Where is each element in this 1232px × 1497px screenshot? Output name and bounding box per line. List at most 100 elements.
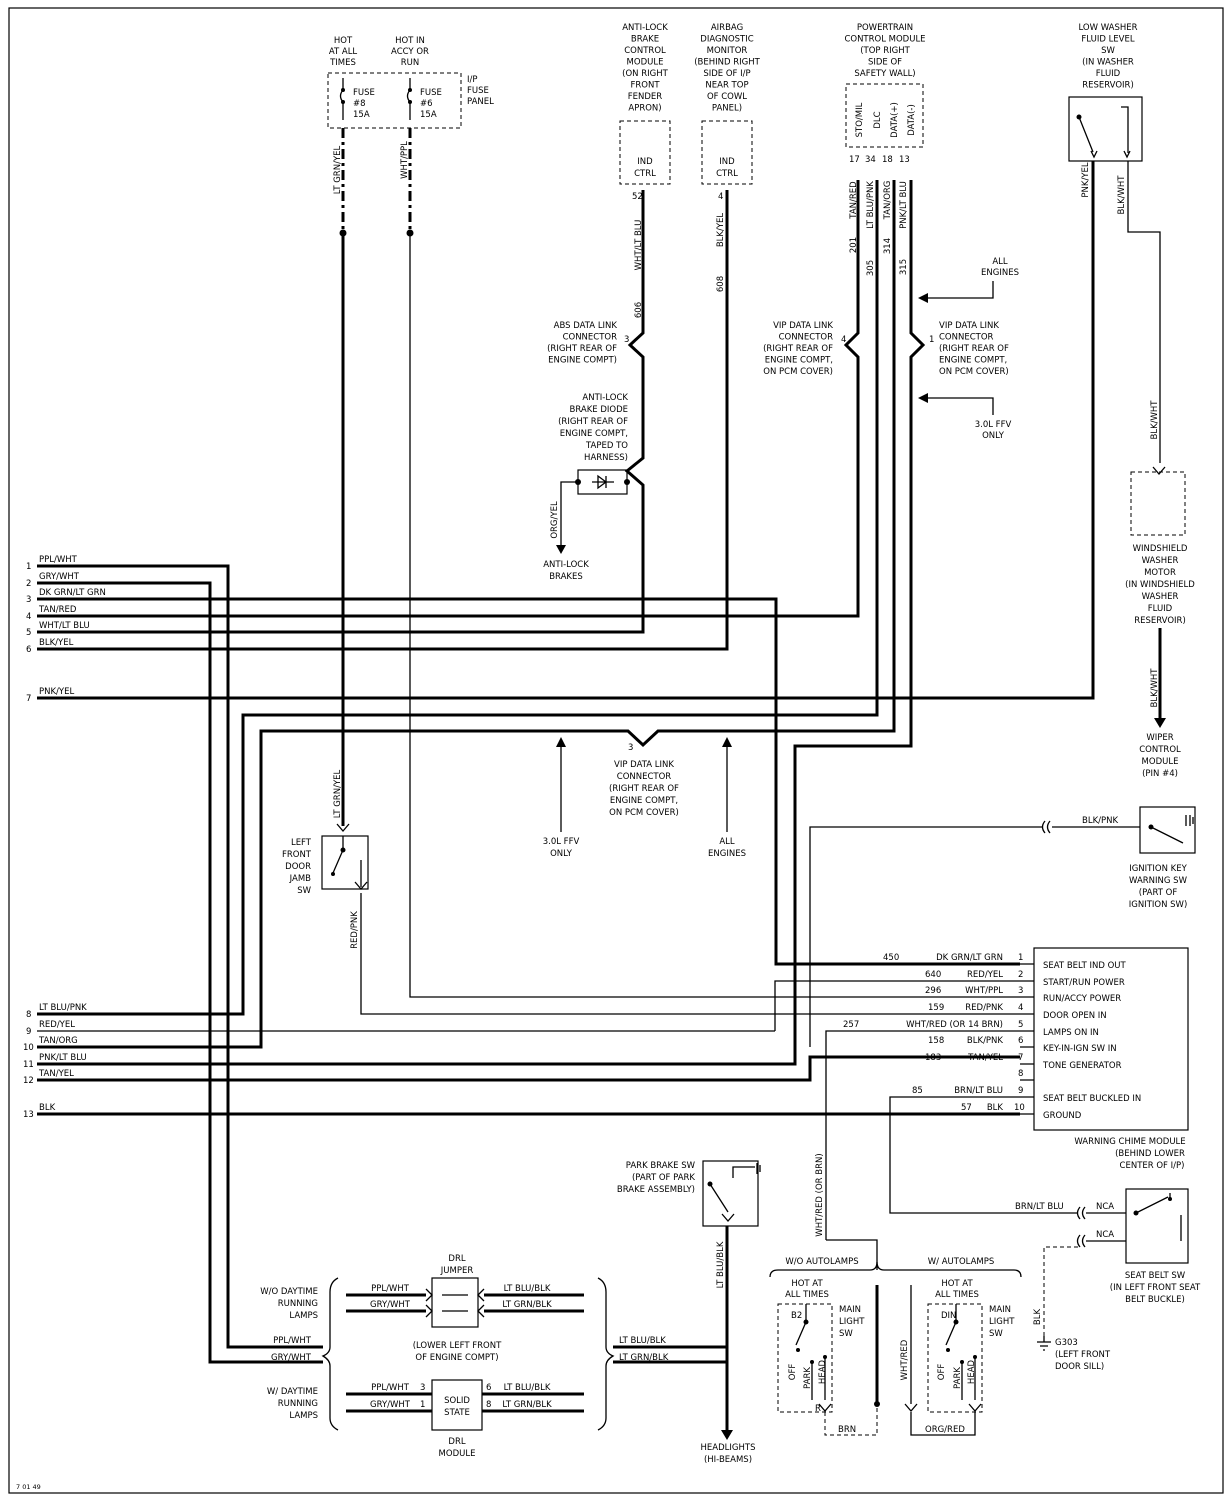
pcm-pin-34: 34	[865, 155, 876, 165]
ffv-top-arrow	[918, 393, 928, 403]
drl-right-brace	[597, 1277, 615, 1431]
drl-out-lt-blu-blk: LT BLU/BLK	[619, 1336, 666, 1346]
drl-module-pin-3: 3	[420, 1383, 425, 1393]
harness-num-4: 4	[26, 612, 31, 622]
fuse8-wire-label: LT GRN/YEL	[333, 146, 343, 195]
chime-func-3: RUN/ACCY POWER	[1043, 994, 1121, 1004]
headlights-arrow	[721, 1430, 733, 1440]
pcm-wire-tan-org: TAN/ORG	[883, 181, 893, 221]
right-contact-off: OFF	[937, 1364, 947, 1381]
harness-num-13: 13	[23, 1110, 34, 1120]
washer-motor-wire-out: BLK/WHT	[1150, 668, 1160, 708]
seat-belt-wire: BRN/LT BLU	[1015, 1202, 1064, 1212]
pcm-pin-13: 13	[899, 155, 910, 165]
ignition-switch-wire: BLK/PNK	[1082, 816, 1118, 826]
right-wht-red-wire: WHT/RED	[900, 1339, 910, 1380]
washer-switch-wire-blk-wht: BLK/WHT	[1117, 175, 1127, 215]
drl-jumper-lt-grn-blk: LT GRN/BLK	[502, 1300, 552, 1310]
left-harness	[37, 161, 1095, 1364]
chime-pin-num-9: 9	[1018, 1086, 1023, 1096]
chime-func-6: KEY-IN-IGN SW IN	[1043, 1044, 1117, 1054]
headlights-label: HEADLIGHTS(HI-BEAMS)	[701, 1443, 756, 1465]
harness-num-5: 5	[26, 628, 31, 638]
harness-num-6: 6	[26, 645, 31, 655]
seat-belt-ground-wire: BLK	[1033, 1309, 1043, 1326]
abs-module-circuit: 606	[634, 302, 644, 318]
washer-motor-wire-in: BLK/WHT	[1150, 400, 1160, 440]
pcm-pin-dlc: DLC	[873, 111, 883, 128]
chime-pin-row-1: 1 450 DK GRN/LT GRN SEAT BELT IND OUT	[883, 953, 1127, 971]
pcm-circuit-314: 314	[883, 238, 893, 254]
seat-belt-switch-box	[1125, 1188, 1189, 1264]
fuse-panel-box	[327, 72, 462, 129]
right-contact-head: HEAD	[967, 1359, 977, 1384]
harness-wire-2: GRY/WHT	[39, 572, 80, 582]
abs-module-pin: 52	[632, 192, 643, 202]
harness-wire-13: BLK	[39, 1103, 56, 1113]
harness-wire-6: BLK/YEL	[39, 638, 74, 648]
chime-pin-num-2: 2	[1018, 970, 1023, 980]
chime-pin-row-10: 10 57 BLK GROUND	[961, 1103, 1082, 1121]
chime-wire-5: WHT/RED (OR 14 BRN)	[906, 1020, 1003, 1030]
drl-jumper-gry-wht: GRY/WHT	[370, 1300, 411, 1310]
harness-num-10: 10	[23, 1043, 34, 1053]
all-engines-bottom-arrow	[722, 737, 732, 747]
chime-pin-row-5: 5 257 WHT/RED (OR 14 BRN) LAMPS ON IN	[843, 1020, 1099, 1038]
pcm-circuit-315: 315	[899, 259, 909, 275]
door-switch-box	[321, 835, 369, 890]
chime-func-7: TONE GENERATOR	[1042, 1061, 1122, 1071]
drl-module-box	[431, 1379, 483, 1431]
drl-module-pin-8: 8	[486, 1400, 491, 1410]
ffv-bottom-arrow	[556, 737, 566, 747]
harness-wire-8: LT BLU/PNK	[39, 1003, 87, 1013]
pcm-pin-data-minus: DATA(-)	[907, 104, 917, 136]
abs-diode-wire: ORG/YEL	[550, 501, 560, 539]
door-switch-wire-top: LT GRN/YEL	[333, 770, 343, 819]
vip-right-pin: 1	[929, 335, 934, 345]
drl-out-lt-grn-blk: LT GRN/BLK	[619, 1353, 669, 1363]
harness-wire-4: TAN/RED	[38, 605, 77, 615]
harness-num-8: 8	[26, 1010, 31, 1020]
chime-circuit-3: 296	[925, 986, 941, 996]
wiper-module-arrow	[1154, 718, 1166, 728]
chime-pin-row-9: 9 85 BRN/LT BLU SEAT BELT BUCKLED IN	[912, 1086, 1141, 1104]
chime-wire-3: WHT/PPL	[965, 986, 1003, 996]
chime-circuit-2: 640	[925, 970, 941, 980]
abs-module-box	[619, 120, 671, 185]
pcm-circuit-305: 305	[866, 260, 876, 276]
park-brake-box	[702, 1160, 759, 1227]
chime-pin-row-6: 6 158 BLK/PNK KEY-IN-IGN SW IN	[928, 1036, 1117, 1054]
chime-wire-10: BLK	[987, 1103, 1004, 1113]
drl-jumper-box	[431, 1277, 479, 1328]
drl-gry-wht-label: GRY/WHT	[271, 1353, 312, 1363]
left-main-light-switch-box	[777, 1303, 833, 1413]
chime-pin-row-3: 3 296 WHT/PPL RUN/ACCY POWER	[925, 986, 1121, 1004]
pcm-wire-pnk-lt-blu: PNK/LT BLU	[899, 181, 909, 229]
chime-circuit-7: 183	[925, 1053, 941, 1063]
figure-id: 7 01 49	[16, 1483, 41, 1491]
chime-pin-num-1: 1	[1018, 953, 1023, 963]
seat-belt-nca-2: NCA	[1096, 1230, 1114, 1240]
